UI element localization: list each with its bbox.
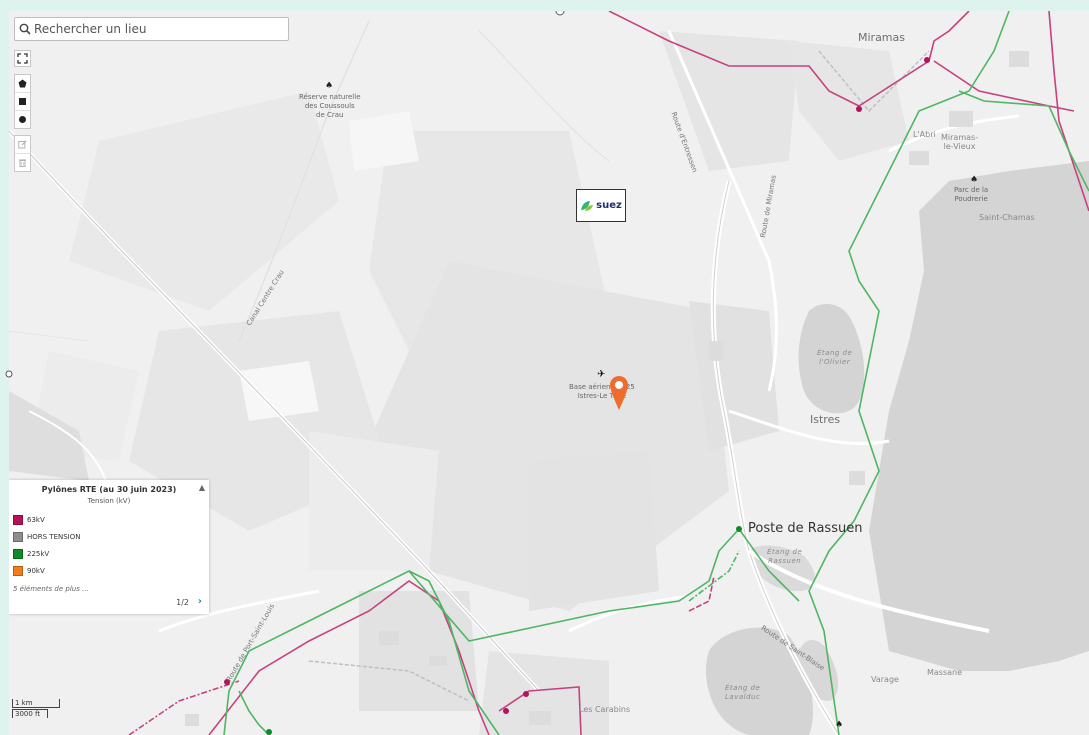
place-label-varage: Varage <box>871 675 899 684</box>
suez-logo[interactable]: suez <box>576 189 626 222</box>
legend-item-label: HORS TENSION <box>27 533 81 541</box>
railway <box>308 50 930 702</box>
pylon-markers <box>224 11 930 735</box>
legend-swatch <box>13 549 23 559</box>
place-label-miramas-vieux: Miramas- le-Vieux <box>941 133 979 151</box>
legend-item: HORS TENSION <box>13 532 81 542</box>
buildings <box>185 51 1029 726</box>
fullscreen-button[interactable] <box>14 50 31 67</box>
power-lines-225kv <box>223 11 1089 735</box>
legend-subtitle: Tension (kV) <box>87 497 131 505</box>
legend-swatch <box>13 515 23 525</box>
search-box <box>14 17 289 41</box>
scale-imperial: 3000 ft <box>12 709 48 718</box>
place-label-massane: Massane <box>927 668 963 677</box>
legend-item: 90kV <box>13 566 45 576</box>
suez-wordmark: suez <box>596 200 622 211</box>
place-label-poste: Poste de Rassuen <box>748 521 863 536</box>
place-label-abri: L'Abri <box>913 130 936 139</box>
fullscreen-icon <box>17 53 28 64</box>
search-icon[interactable] <box>19 23 31 35</box>
tree-icon: ♠ <box>835 720 844 730</box>
legend-item-label: 90kV <box>27 567 45 575</box>
legend-pager: 1/2 <box>176 598 189 607</box>
draw-circle-button[interactable] <box>15 111 30 128</box>
draw-polygon-button[interactable] <box>15 75 30 93</box>
legend-item: 225kV <box>13 549 49 559</box>
legend-item-label: 225kV <box>27 550 50 558</box>
legend-title: Pylônes RTE (au 30 juin 2023) <box>41 485 177 494</box>
edit-icon <box>18 140 27 149</box>
place-label-miramas: Miramas <box>858 31 905 44</box>
search-input[interactable] <box>31 21 276 37</box>
water-label-rassuen: Étang de Rassuen <box>767 548 803 565</box>
place-label-istres: Istres <box>810 413 841 426</box>
water-bodies <box>705 161 1089 735</box>
edit-button[interactable] <box>15 136 30 154</box>
edit-toolbar <box>14 135 31 172</box>
place-label-parc-poudrerie: Parc de la Poudrerie <box>954 186 989 203</box>
water-label-lavalduc: Étang de Lavalduc <box>725 684 761 701</box>
legend-item-label: 63kV <box>27 516 45 524</box>
rectangle-icon <box>19 98 26 105</box>
chevron-right-icon[interactable]: › <box>197 596 202 607</box>
trash-icon <box>19 159 26 167</box>
polygon-icon <box>18 79 27 88</box>
place-label-reserve: Réserve naturelle des Coussouls de Crau <box>299 93 361 119</box>
suez-leaf-icon <box>581 200 594 211</box>
place-label-carabins: Les Carabins <box>579 705 631 714</box>
legend-swatch <box>13 532 23 542</box>
legend-more-text: 5 éléments de plus ... <box>13 585 89 593</box>
legend-item: 63kV <box>13 515 45 525</box>
power-lines-63kv <box>128 11 1089 735</box>
water-label-olivier: Étang de l'Olivier <box>817 349 853 366</box>
legend-swatch <box>13 566 23 576</box>
collapse-icon[interactable]: ▲ <box>198 483 205 492</box>
scale-metric: 1 km <box>12 699 60 708</box>
legend-panel: Pylônes RTE (au 30 juin 2023) Tension (k… <box>9 480 209 614</box>
draw-rectangle-button[interactable] <box>15 93 30 111</box>
delete-button[interactable] <box>15 154 30 171</box>
tree-icon: ♠ <box>325 81 334 91</box>
location-pin-icon[interactable] <box>610 376 628 410</box>
draw-toolbar <box>14 74 31 129</box>
circle-icon <box>19 116 26 123</box>
map-canvas[interactable]: Miramas L'Abri Miramas- le-Vieux ♠ Parc … <box>9 11 1089 735</box>
resize-handle-icon[interactable] <box>5 370 13 378</box>
airport-icon: ✈ <box>597 369 606 380</box>
place-label-saint-chamas: Saint-Chamas <box>979 213 1035 222</box>
map-base <box>9 11 1089 735</box>
tree-icon: ♠ <box>970 175 979 185</box>
